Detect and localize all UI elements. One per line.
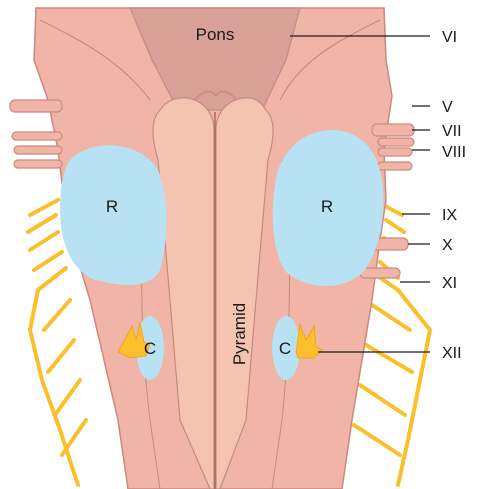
nerve-label-viii: VIII [442,144,466,161]
nerve-label-ix: IX [442,207,457,224]
nucleus-label-right: C [279,339,291,358]
nucleus-label-left: C [144,339,156,358]
reticular-label-right: R [321,197,333,216]
nerve-label-vii: VII [442,123,462,140]
nerve-label-xi: XI [442,275,457,292]
nerve-label-group: VI V VII VIII IX X XI XII [442,29,466,362]
nerve-label-xii: XII [442,345,462,362]
pyramid-label: Pyramid [230,303,249,365]
reticular-label-left: R [106,197,118,216]
nerve-label-vi: VI [442,29,457,46]
nerve-label-v: V [442,99,453,116]
nerve-label-x: X [442,237,453,254]
pons-label: Pons [196,25,235,44]
